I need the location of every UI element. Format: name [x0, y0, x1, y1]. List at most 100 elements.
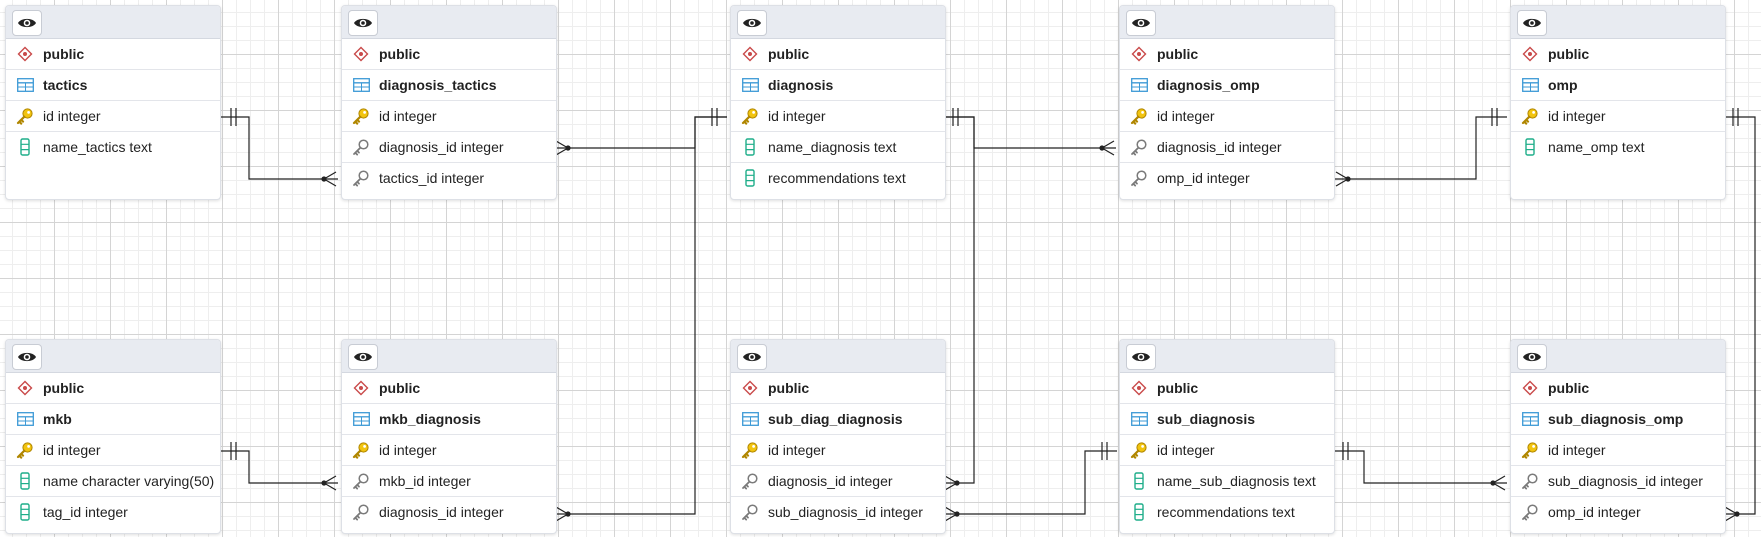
column-label: sub_diagnosis_id integer: [768, 504, 923, 520]
schema-icon: [1521, 45, 1539, 63]
table-icon: [1130, 76, 1148, 94]
column-label: id integer: [379, 108, 437, 124]
eye-toggle-button[interactable]: [12, 344, 42, 370]
eye-toggle-button[interactable]: [1517, 344, 1547, 370]
schema-row: public: [1511, 373, 1725, 404]
schema-name: public: [43, 380, 85, 396]
table-name-row: diagnosis_omp: [1120, 70, 1334, 101]
column-icon: [16, 503, 34, 521]
column-row: id integer: [1511, 101, 1725, 132]
table-node-omp[interactable]: public omp id integer name_omp text: [1510, 5, 1726, 200]
foreign-key-icon: [352, 503, 370, 521]
schema-name: public: [1157, 46, 1199, 62]
eye-toggle-button[interactable]: [1517, 10, 1547, 36]
eye-icon: [18, 18, 36, 28]
foreign-key-icon: [1130, 138, 1148, 156]
primary-key-icon: [352, 107, 370, 125]
table-name: diagnosis_tactics: [379, 77, 497, 93]
table-name: omp: [1548, 77, 1578, 93]
foreign-key-icon: [352, 138, 370, 156]
column-row: diagnosis_id integer: [1120, 132, 1334, 163]
eye-toggle-button[interactable]: [737, 344, 767, 370]
column-label: name_omp text: [1548, 139, 1645, 155]
table-name-row: mkb: [6, 404, 220, 435]
column-label: id integer: [768, 442, 826, 458]
schema-row: public: [1120, 39, 1334, 70]
column-label: tag_id integer: [43, 504, 128, 520]
schema-name: public: [379, 46, 421, 62]
column-row: id integer: [342, 101, 556, 132]
column-label: mkb_id integer: [379, 473, 471, 489]
column-row: omp_id integer: [1120, 163, 1334, 193]
column-label: diagnosis_id integer: [768, 473, 893, 489]
column-row: id integer: [342, 435, 556, 466]
column-icon: [741, 138, 759, 156]
eye-toggle-button[interactable]: [12, 10, 42, 36]
eye-toggle-button[interactable]: [348, 344, 378, 370]
column-row: name_diagnosis text: [731, 132, 945, 163]
table-header: [6, 340, 220, 373]
column-label: id integer: [43, 442, 101, 458]
relation-omp-diagnosis-omp: [1334, 116, 1507, 180]
table-name-row: sub_diag_diagnosis: [731, 404, 945, 435]
column-label: name character varying(50): [43, 473, 215, 489]
eye-toggle-button[interactable]: [737, 10, 767, 36]
many-marker-dots: [321, 145, 1740, 517]
table-node-mkb-diagnosis[interactable]: public mkb_diagnosis id integer mkb_id in…: [341, 339, 557, 534]
schema-row: public: [1120, 373, 1334, 404]
column-row: tactics_id integer: [342, 163, 556, 193]
column-row: omp_id integer: [1511, 497, 1725, 527]
table-name-row: omp: [1511, 70, 1725, 101]
table-node-mkb[interactable]: public mkb id integer name character vary…: [5, 339, 221, 534]
column-row: tag_id integer: [6, 497, 220, 527]
schema-name: public: [379, 380, 421, 396]
relation-mkb-mkb-diagnosis: [219, 450, 338, 484]
relation-omp-sub-diagnosis-omp: [1723, 116, 1756, 515]
one-markers: [230, 108, 1739, 460]
table-icon: [741, 410, 759, 428]
foreign-key-icon: [741, 472, 759, 490]
schema-name: public: [1548, 46, 1590, 62]
eye-toggle-button[interactable]: [1126, 10, 1156, 36]
column-row: diagnosis_id integer: [731, 466, 945, 497]
table-header: [731, 340, 945, 373]
column-label: sub_diagnosis_id integer: [1548, 473, 1703, 489]
table-node-sub-diag-diagnosis[interactable]: public sub_diag_diagnosis id integer diag…: [730, 339, 946, 534]
column-icon: [16, 138, 34, 156]
column-row: id integer: [6, 101, 220, 132]
column-row: name_tactics text: [6, 132, 220, 162]
column-row: recommendations text: [1120, 497, 1334, 527]
relation-diagnosis-sub-diag-diagnosis: [943, 116, 975, 484]
table-header: [1120, 340, 1334, 373]
column-label: diagnosis_id integer: [379, 504, 504, 520]
schema-name: public: [1157, 380, 1199, 396]
eye-icon: [1523, 18, 1541, 28]
eye-icon: [18, 352, 36, 362]
table-name-row: sub_diagnosis_omp: [1511, 404, 1725, 435]
schema-icon: [741, 45, 759, 63]
primary-key-icon: [352, 441, 370, 459]
column-label: recommendations text: [1157, 504, 1295, 520]
column-label: name_diagnosis text: [768, 139, 897, 155]
eye-toggle-button[interactable]: [1126, 344, 1156, 370]
table-name: sub_diag_diagnosis: [768, 411, 903, 427]
column-icon: [16, 472, 34, 490]
table-node-diagnosis-tactics[interactable]: public diagnosis_tactics id integer diagn…: [341, 5, 557, 200]
schema-name: public: [768, 46, 810, 62]
column-label: omp_id integer: [1548, 504, 1641, 520]
column-label: diagnosis_id integer: [379, 139, 504, 155]
table-icon: [1521, 76, 1539, 94]
schema-row: public: [731, 373, 945, 404]
foreign-key-icon: [352, 169, 370, 187]
column-row: sub_diagnosis_id integer: [1511, 466, 1725, 497]
table-name: mkb_diagnosis: [379, 411, 481, 427]
column-label: tactics_id integer: [379, 170, 485, 186]
table-header: [1511, 6, 1725, 39]
column-row: id integer: [731, 101, 945, 132]
eye-toggle-button[interactable]: [348, 10, 378, 36]
